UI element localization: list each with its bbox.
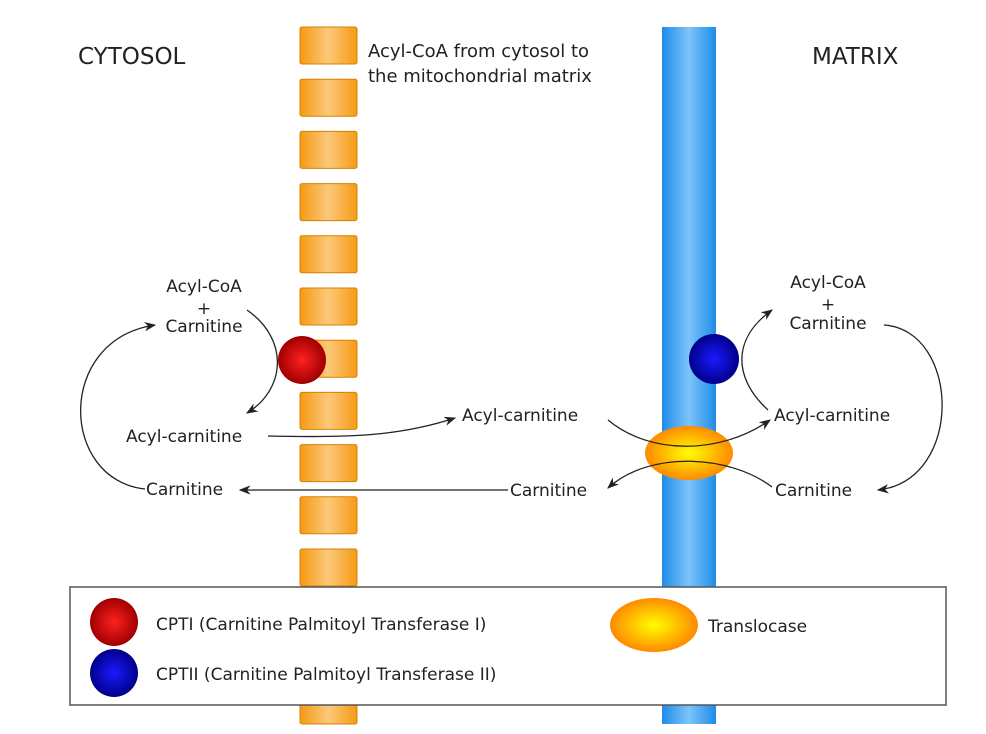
cytosol-acyl-carnitine: Acyl-carnitine: [126, 427, 242, 447]
matrix-carnitine-arrow: [876, 324, 943, 494]
legend-cpt1-swatch: [90, 598, 138, 646]
carnitine-recycle-arrow: [80, 321, 157, 490]
outer-membrane-segment: [299, 235, 358, 274]
cytosol-label: CYTOSOL: [78, 44, 186, 70]
outer-membrane-segment: [299, 26, 358, 65]
matrix-carnitine-bottom: Carnitine: [775, 481, 852, 501]
cpt1-reaction-arrow: [245, 309, 278, 414]
legend-cpt1-label: CPTI (Carnitine Palmitoyl Transferase I): [156, 615, 486, 635]
cpt2-reaction-arrow: [741, 309, 773, 411]
caption-line-1: Acyl-CoA from cytosol to: [368, 41, 589, 62]
outer-membrane-segment: [299, 130, 358, 169]
matrix-carnitine-top: Carnitine: [789, 314, 866, 334]
outer-membrane-segment: [299, 78, 358, 117]
outer-membrane-segment: [299, 287, 358, 326]
outer-membrane-segment: [299, 444, 358, 483]
cpt1-enzyme: [278, 336, 326, 384]
legend: CPTI (Carnitine Palmitoyl Transferase I)…: [69, 586, 947, 706]
legend-cpt2-label: CPTII (Carnitine Palmitoyl Transferase I…: [156, 665, 496, 685]
ims-carnitine: Carnitine: [510, 481, 587, 501]
cytosol-plus: +: [197, 299, 211, 319]
cytosol-carnitine-bottom: Carnitine: [146, 480, 223, 500]
matrix-acyl-coa: Acyl-CoA: [790, 273, 866, 293]
matrix-plus: +: [821, 295, 835, 315]
legend-cpt2-swatch: [90, 649, 138, 697]
cpt2-enzyme: [689, 334, 739, 384]
outer-membrane-segment: [299, 391, 358, 430]
outer-membrane-segment: [299, 496, 358, 535]
cytosol-carnitine-top: Carnitine: [165, 317, 242, 337]
translocase-acylcarnitine-arrow: [607, 419, 771, 447]
legend-translocase-swatch: [610, 598, 698, 652]
outer-membrane-segment: [299, 548, 358, 587]
caption-line-2: the mitochondrial matrix: [368, 66, 592, 87]
translocase: [645, 426, 733, 480]
outer-membrane: [299, 26, 358, 725]
acylcarnitine-export-arrow: [267, 416, 457, 438]
cytosol-acyl-coa: Acyl-CoA: [166, 277, 242, 297]
legend-translocase-label: Translocase: [707, 617, 807, 637]
translocase-carnitine-arrow: [607, 460, 773, 489]
matrix-label: MATRIX: [812, 44, 899, 70]
matrix-acyl-carnitine: Acyl-carnitine: [774, 406, 890, 426]
ims-acyl-carnitine: Acyl-carnitine: [462, 406, 578, 426]
outer-membrane-segment: [299, 183, 358, 222]
